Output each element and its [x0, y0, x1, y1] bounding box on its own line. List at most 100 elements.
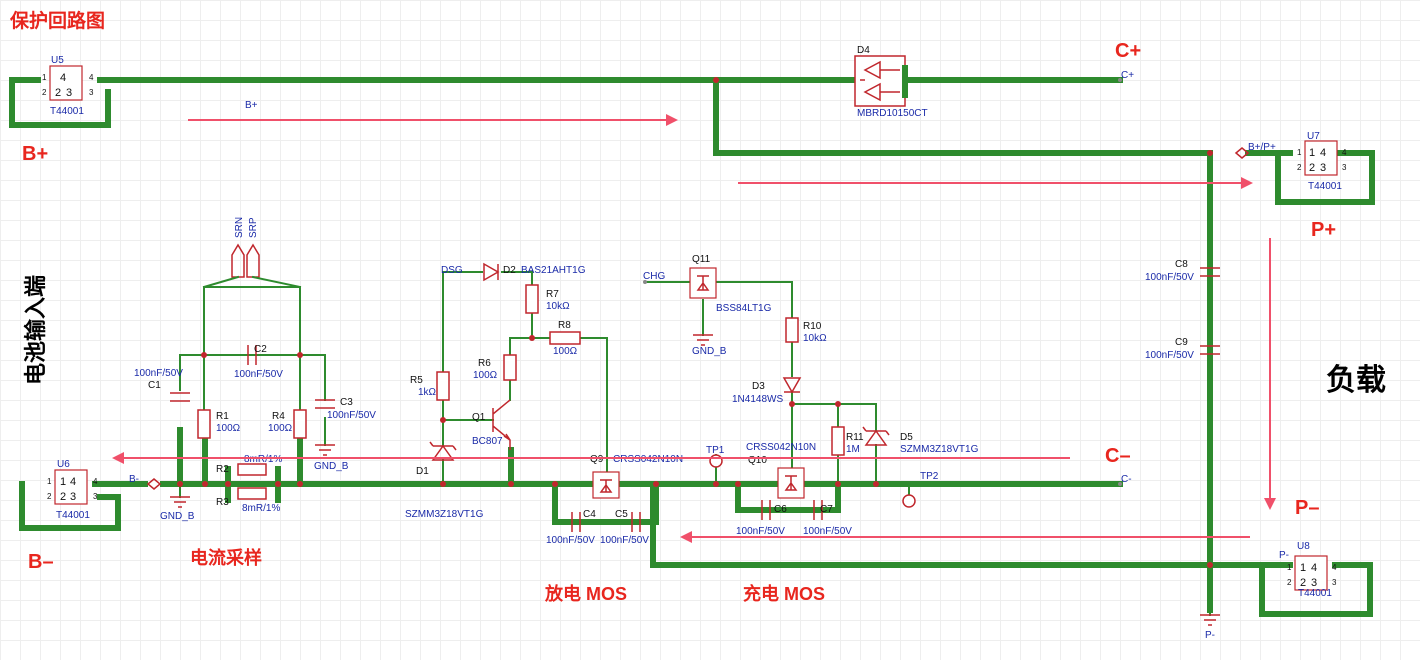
svg-text:SZMM3Z18VT1G: SZMM3Z18VT1G [900, 444, 979, 455]
svg-text:R4: R4 [272, 411, 285, 422]
net-p-minus-conn: P- [1279, 550, 1289, 561]
svg-text:GND_B: GND_B [692, 346, 727, 357]
svg-text:C5: C5 [615, 509, 628, 520]
u8-ref: U8 [1297, 541, 1310, 552]
cap-c1: 100nF/50V C1 [134, 368, 190, 402]
svg-text:100nF/50V: 100nF/50V [1145, 272, 1194, 283]
svg-text:C3: C3 [340, 397, 353, 408]
cap-c2: C2 100nF/50V [234, 344, 283, 380]
resistor-r3: R3 8mR/1% [216, 487, 280, 514]
cap-c6: C6 100nF/50V [736, 500, 787, 537]
chg-net-label: CHG [643, 271, 665, 284]
srn-label: SRN [234, 217, 245, 238]
resistor-r5: R5 1kΩ [410, 371, 450, 401]
u5-part: T44001 [50, 106, 84, 117]
svg-text:3: 3 [1332, 578, 1337, 587]
svg-text:3: 3 [1311, 577, 1317, 589]
svg-text:4: 4 [1320, 147, 1326, 159]
mosfet-q10: CRSS042N10N Q10 [746, 442, 816, 499]
dsg-cap-loop [552, 481, 659, 525]
svg-text:100nF/50V: 100nF/50V [1145, 350, 1194, 361]
svg-text:8mR/1%: 8mR/1% [242, 503, 280, 514]
svg-text:4: 4 [1342, 148, 1347, 157]
mosfet-q11: Q11 BSS84LT1G GND_B [689, 254, 772, 357]
net-b-plus: B+ [245, 100, 258, 111]
svg-text:CRSS042N10N: CRSS042N10N [746, 442, 816, 453]
resistor-r1: R1 100Ω [197, 409, 241, 439]
svg-text:BC807: BC807 [472, 436, 503, 447]
svg-text:2: 2 [42, 88, 47, 97]
svg-text:R8: R8 [558, 320, 571, 331]
terminal-c-plus: C+ [1115, 40, 1141, 62]
svg-text:R6: R6 [478, 358, 491, 369]
svg-text:2: 2 [1300, 577, 1306, 589]
filter-drops [179, 354, 326, 446]
u8-part: T44001 [1298, 588, 1332, 599]
srp-label: SRP [248, 217, 259, 238]
net-diamond-bp [1234, 147, 1250, 159]
svg-text:R2: R2 [216, 464, 229, 475]
chg-drive-net [644, 281, 877, 485]
svg-text:BSS84LT1G: BSS84LT1G [716, 303, 772, 314]
diode-d2: D2 BAS21AHT1G [483, 262, 586, 282]
p-minus-rail [650, 481, 1293, 568]
diode-d3: D3 1N4148WS [732, 377, 802, 405]
svg-text:R5: R5 [410, 375, 423, 386]
d4-value: MBRD10150CT [857, 108, 928, 119]
svg-text:10kΩ: 10kΩ [803, 333, 827, 344]
cap-c7: C7 100nF/50V [803, 500, 852, 537]
svg-text:CHG: CHG [643, 271, 665, 282]
svg-text:100nF/50V: 100nF/50V [546, 535, 595, 546]
dsg-net [442, 271, 483, 485]
terminal-p-plus: P+ [1311, 219, 1336, 241]
svg-text:3: 3 [89, 88, 94, 97]
svg-text:BAS21AHT1G: BAS21AHT1G [521, 265, 586, 276]
svg-text:4: 4 [60, 72, 66, 84]
svg-text:C9: C9 [1175, 337, 1188, 348]
svg-text:100Ω: 100Ω [473, 370, 498, 381]
svg-text:1: 1 [42, 73, 47, 82]
svg-text:GND_B: GND_B [160, 511, 195, 522]
svg-text:100Ω: 100Ω [268, 423, 293, 434]
svg-text:C1: C1 [148, 380, 161, 391]
svg-text:8mR/1%: 8mR/1% [244, 454, 282, 465]
resistor-r6: R6 100Ω [473, 354, 517, 381]
svg-text:100Ω: 100Ω [216, 423, 241, 434]
svg-text:3: 3 [70, 491, 76, 503]
zener-d5: D5 SZMM3Z18VT1G [862, 426, 979, 455]
diagram-title: 保护回路图 [9, 9, 105, 32]
svg-text:1: 1 [47, 477, 52, 486]
resistor-r10: R10 10kΩ [785, 317, 827, 344]
svg-text:TP2: TP2 [920, 471, 939, 482]
cap-c8: C8 100nF/50V [1145, 259, 1220, 283]
svg-text:100nF/50V: 100nF/50V [600, 535, 649, 546]
net-c-plus: C+ [1121, 70, 1134, 81]
zener-d1: D1 SZMM3Z18VT1G [405, 441, 484, 520]
charge-mos-label: 充电 MOS [743, 583, 825, 604]
svg-text:R3: R3 [216, 497, 229, 508]
svg-text:1N4148WS: 1N4148WS [732, 394, 783, 405]
svg-text:C7: C7 [820, 504, 833, 515]
u7-part: T44001 [1308, 181, 1342, 192]
svg-text:Q11: Q11 [692, 254, 711, 265]
u5-ref: U5 [51, 55, 64, 66]
testpoint-tp1: TP1 [706, 445, 725, 468]
net-c-minus: C- [1121, 474, 1132, 485]
discharge-mos-label: 放电 MOS [544, 583, 627, 604]
mosfet-q9: Q9 CRSS042N10N [590, 454, 683, 499]
svg-text:C6: C6 [774, 504, 787, 515]
svg-text:3: 3 [66, 87, 72, 99]
junctions [177, 77, 1213, 568]
svg-text:1: 1 [1297, 148, 1302, 157]
svg-text:R10: R10 [803, 321, 822, 332]
resistor-r4: R4 100Ω [268, 409, 307, 439]
svg-text:10kΩ: 10kΩ [546, 301, 570, 312]
cap-c5: C5 100nF/50V [600, 509, 649, 546]
u7-ref: U7 [1307, 131, 1320, 142]
resistor-r8: R8 100Ω [549, 320, 581, 357]
cap-c4: C4 100nF/50V [546, 509, 596, 546]
u6-part: T44001 [56, 510, 90, 521]
